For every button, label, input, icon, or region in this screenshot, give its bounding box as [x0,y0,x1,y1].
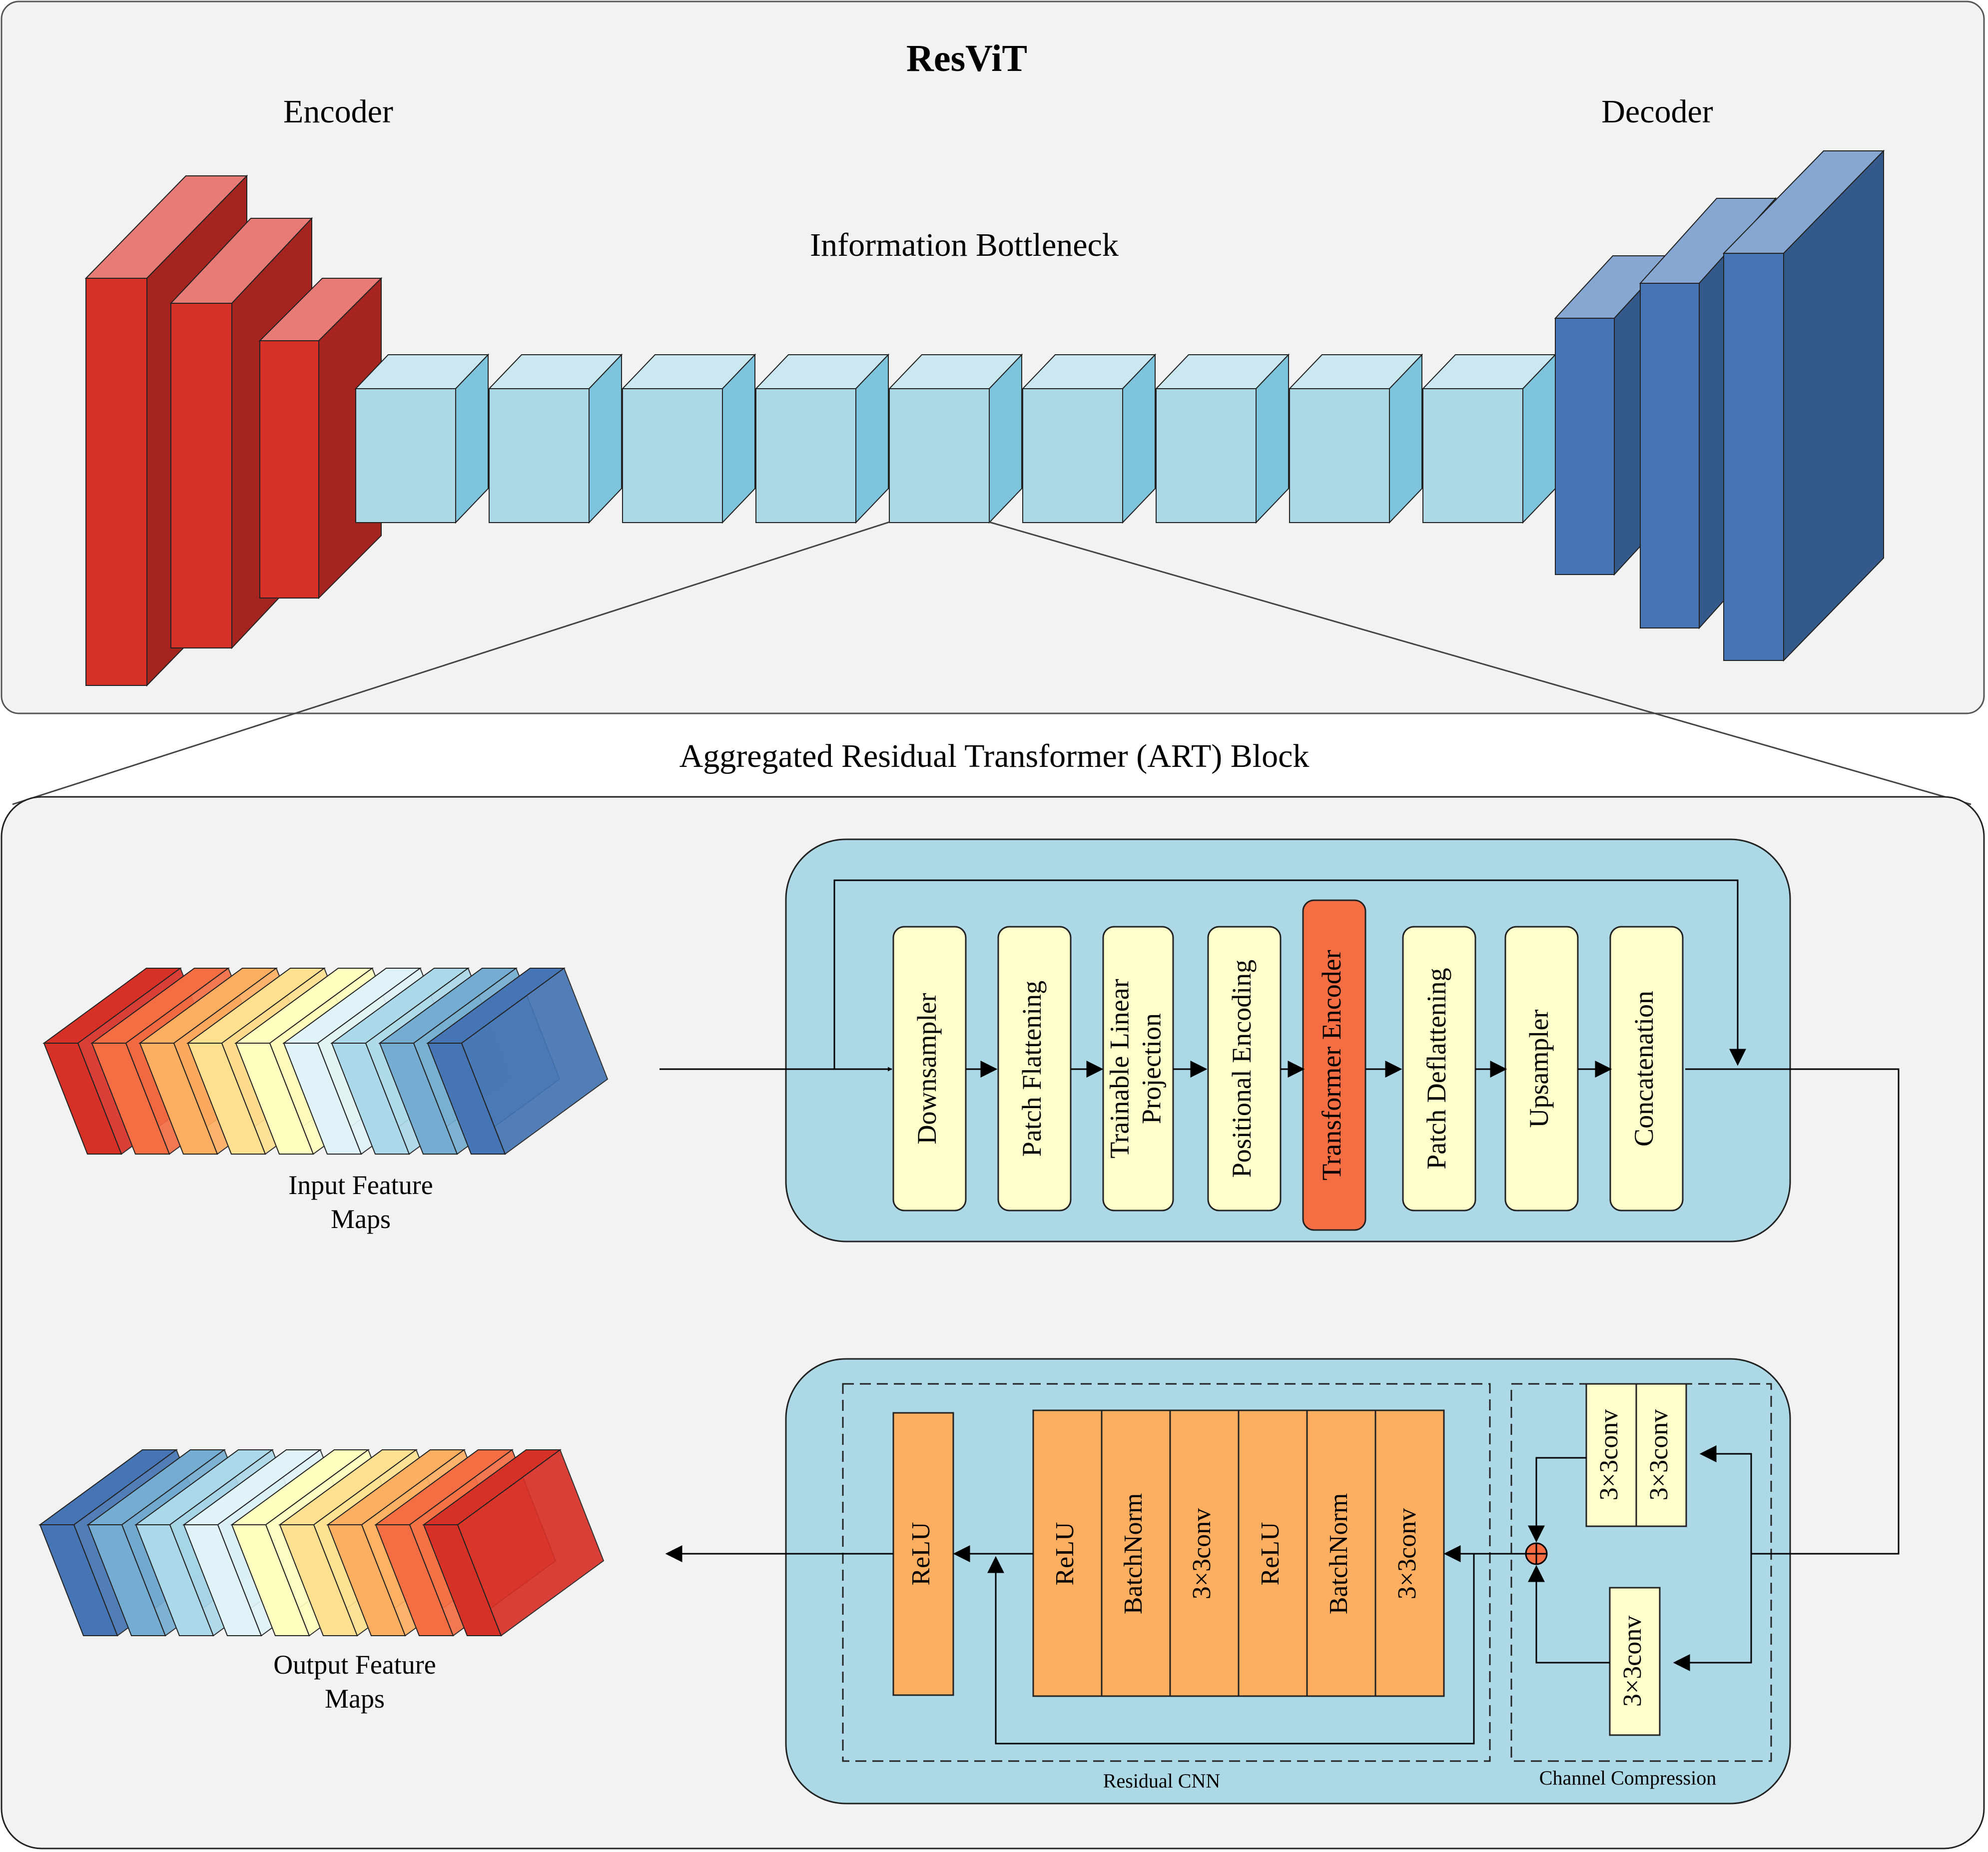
cnn-layer-6-label: 3×3conv [1393,1508,1421,1599]
transformer-step-7-label-1: Upsampler [1524,1010,1554,1128]
cc-conv-top-2-label: 3×3conv [1645,1409,1673,1500]
transformer-step-5-label-1: Transformer Encoder [1317,950,1346,1180]
transformer-step-1: Downsampler [892,926,967,1212]
residual-cnn-box [842,1383,1491,1762]
bottleneck-block-3 [621,353,756,524]
relu-block-label: ReLU [907,1522,935,1585]
transformer-step-7: Upsampler [1504,926,1579,1212]
input-label-line1: Input Feature [288,1170,433,1200]
residual-cnn-label: Residual CNN [1103,1770,1220,1792]
output-label-line2: Maps [325,1684,385,1714]
input-map-9 [426,967,609,1155]
bottleneck-label: Information Bottleneck [810,227,1119,263]
cc-conv-top-2 [1635,1383,1687,1527]
transformer-step-5: Transformer Encoder [1302,899,1366,1231]
residual-cnn-stack: ReLU BatchNorm 3×3conv ReLU BatchNorm 3×3conv [1032,1409,1445,1697]
bottleneck-block-6 [1021,353,1157,524]
cnn-layer-2: BatchNorm [1101,1409,1171,1697]
transformer-step-1-label-1: Downsampler [912,993,942,1145]
channel-compression-label: Channel Compression [1539,1767,1716,1789]
bottleneck-block-4 [754,353,890,524]
diagram-title: ResViT [906,37,1027,79]
bottleneck-block-5 [888,353,1023,524]
input-label-line2: Maps [331,1204,391,1234]
decoder-block-3 [1722,149,1885,662]
cc-conv-bottom [1609,1587,1661,1736]
transformer-step-6: Patch Deflattening [1402,926,1476,1212]
transformer-step-3-label-2: Projection [1136,1013,1166,1124]
cc-conv-top-1 [1585,1383,1637,1527]
transformer-step-4: Positional Encoding [1207,926,1282,1212]
transformer-step-8: Concatenation [1609,926,1684,1212]
output-feature-maps [38,1449,605,1637]
bottleneck-block-7 [1155,353,1290,524]
bottleneck-blocks [354,353,1557,524]
decoder-blocks [1554,149,1885,662]
zoom-line-right [989,521,1972,805]
cnn-layer-5: BatchNorm [1306,1409,1376,1697]
cnn-layer-6: 3×3conv [1374,1409,1445,1697]
bottleneck-block-8 [1288,353,1423,524]
transformer-step-4-label-1: Positional Encoding [1227,960,1257,1178]
cnn-layer-1-label: ReLU [1051,1522,1079,1585]
input-feature-maps [42,967,609,1155]
transformer-step-6-label-1: Patch Deflattening [1421,968,1451,1169]
cnn-layer-4-label: ReLU [1256,1522,1285,1585]
transformer-step-8-label-1: Concatenation [1629,991,1659,1147]
encoder-label: Encoder [283,93,393,130]
decoder-label: Decoder [1601,93,1713,130]
cc-conv-top-1-label: 3×3conv [1595,1409,1623,1500]
cnn-layer-1: ReLU [1032,1409,1103,1697]
connectors [660,879,1900,1745]
zoom-line-left [12,521,890,805]
bottleneck-block-1 [354,353,490,524]
bottleneck-block-2 [488,353,623,524]
output-label-line1: Output Feature [273,1650,436,1680]
cnn-layer-5-label: BatchNorm [1325,1493,1353,1615]
transformer-step-2-label-1: Patch Flattening [1017,981,1047,1157]
transformer-step-3-label-1: Trainable Linear [1104,979,1134,1158]
cnn-layer-3: 3×3conv [1169,1409,1240,1697]
art-title: Aggregated Residual Transformer (ART) Bl… [679,738,1310,774]
bottleneck-block-9 [1421,353,1557,524]
transformer-steps: Downsampler Patch Flattening Trainable Lin… [892,899,1684,1231]
cnn-layer-2-label: BatchNorm [1119,1493,1148,1615]
output-map-9 [422,1449,605,1637]
cc-conv-bottom-label: 3×3conv [1618,1616,1647,1707]
cnn-layer-4: ReLU [1238,1409,1308,1697]
transformer-step-2: Patch Flattening [997,926,1072,1212]
cnn-layer-3-label: 3×3conv [1188,1508,1216,1599]
